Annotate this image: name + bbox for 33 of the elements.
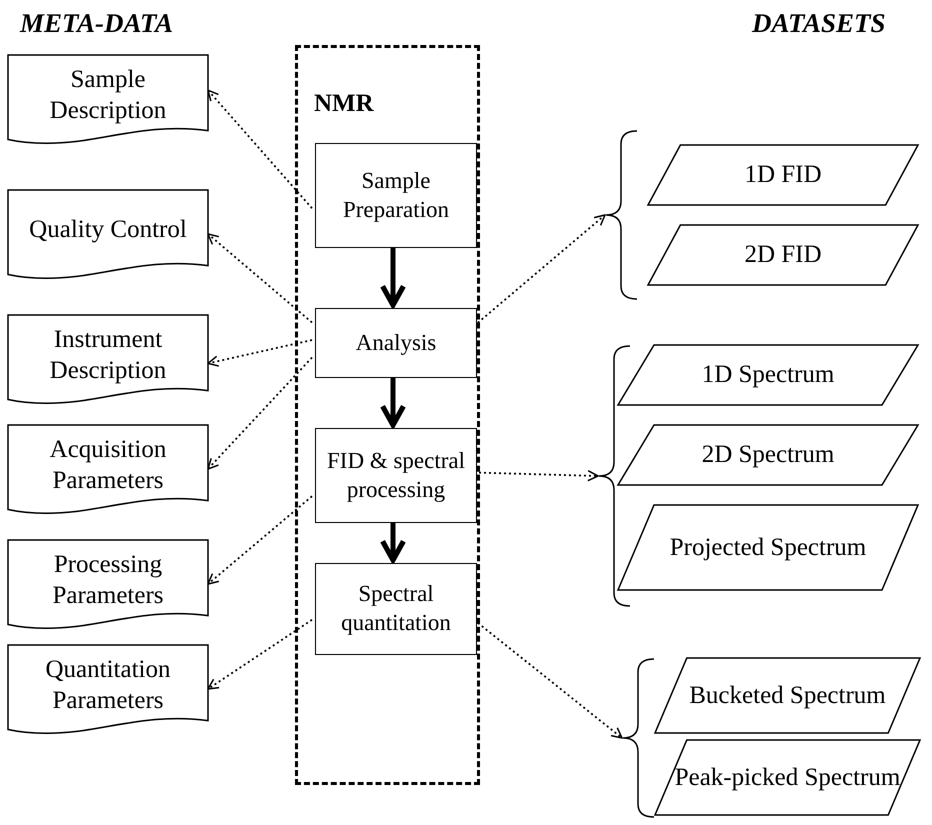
curly-brace	[598, 345, 630, 607]
dataset-parallelogram: 2D FID	[648, 225, 918, 285]
document-shape: Quantitation Parameters	[8, 645, 208, 733]
document-shape: Processing Parameters	[8, 540, 208, 628]
process-box: Sample Preparation	[315, 143, 477, 248]
curly-brace	[622, 658, 654, 818]
dotted-arrow	[207, 496, 313, 585]
dashed-group-frame	[295, 45, 480, 785]
dotted-arrow	[207, 619, 312, 690]
document-shape: Acquisition Parameters	[8, 425, 208, 513]
process-box: Analysis	[315, 308, 477, 378]
dotted-arrow	[207, 339, 312, 367]
group-title: NMR	[314, 89, 374, 119]
dotted-arrow	[207, 233, 313, 324]
dataset-parallelogram: Projected Spectrum	[618, 505, 918, 590]
column-heading: DATASETS	[752, 8, 886, 39]
process-box: Spectral quantitation	[315, 563, 477, 655]
thick-arrow	[380, 520, 406, 563]
document-shape: Sample Description	[8, 55, 208, 143]
column-heading: META-DATA	[20, 8, 174, 39]
curly-brace	[605, 130, 637, 300]
dataset-parallelogram: Peak-picked Spectrum	[655, 740, 920, 815]
process-box: FID & spectral processing	[315, 428, 477, 523]
dotted-arrow	[207, 89, 313, 209]
dataset-parallelogram: 1D Spectrum	[618, 345, 918, 405]
dataset-parallelogram: 1D FID	[648, 145, 918, 205]
document-shape: Quality Control	[8, 190, 208, 278]
document-shape: Instrument Description	[8, 315, 208, 403]
thick-arrow	[380, 245, 406, 308]
thick-arrow	[380, 375, 406, 428]
dataset-parallelogram: 2D Spectrum	[618, 425, 918, 485]
dotted-arrow	[207, 356, 313, 470]
dataset-parallelogram: Bucketed Spectrum	[655, 658, 920, 733]
